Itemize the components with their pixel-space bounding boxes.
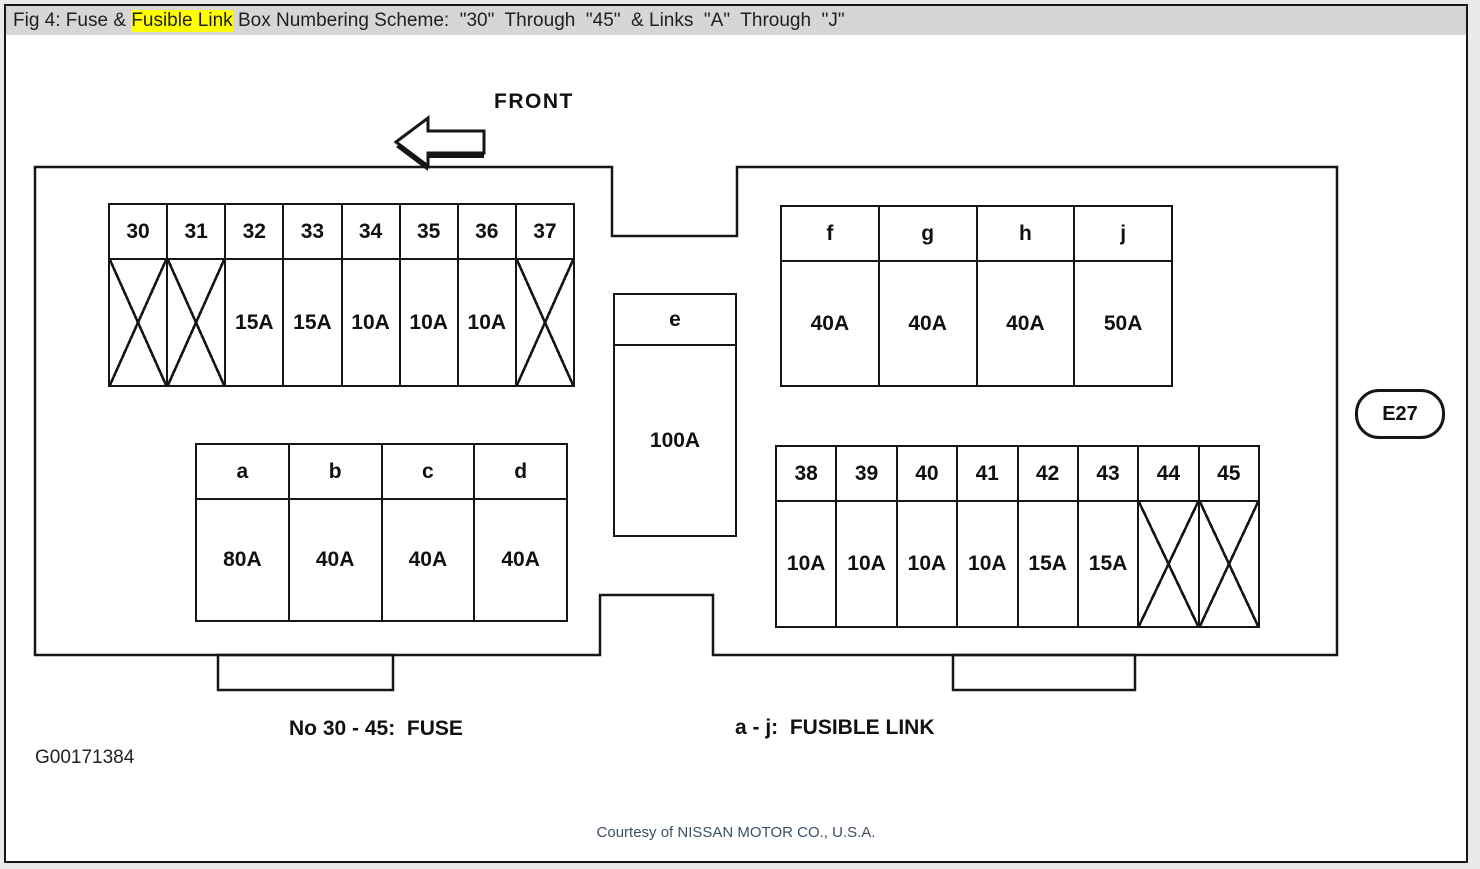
- fuse-column-45: 45: [1197, 447, 1258, 626]
- mount-tab-right: [951, 653, 1137, 692]
- link-letter: j: [1075, 207, 1171, 262]
- fuse-column-44: 44: [1137, 447, 1198, 626]
- fuse-column-41: 41 10A: [956, 447, 1017, 626]
- fuse-amperage: 10A: [968, 552, 1007, 575]
- fuse-number: 36: [458, 205, 515, 260]
- fuse-amperage: 15A: [235, 310, 274, 334]
- fuse-amperage: [1139, 502, 1198, 626]
- fuse-amperage: 10A: [467, 310, 507, 334]
- figure-code: G00171384: [35, 747, 135, 768]
- fuse-number: 30: [110, 205, 167, 260]
- legend-fuse: No 30 - 45: FUSE: [289, 717, 463, 740]
- fuse-column-42: 42 15A: [1016, 447, 1077, 626]
- fuse-amperage: 10A: [351, 310, 390, 334]
- fuse-column-43: 43 15A: [1076, 447, 1138, 626]
- fuse-column-30: 30: [110, 205, 167, 385]
- link-letter: c: [382, 445, 474, 500]
- fuse-number: 38: [777, 447, 836, 502]
- fuse-column-31: 31: [166, 205, 225, 385]
- link-amperage: 80A: [223, 548, 262, 571]
- link-column-a: a 80A: [197, 445, 288, 620]
- fuse-amperage: 10A: [786, 552, 826, 575]
- fusible-link-block-e: e 100A: [613, 293, 737, 537]
- fuse-number: 41: [958, 447, 1017, 502]
- link-amperage: 40A: [408, 548, 448, 571]
- link-letter: a: [197, 445, 288, 500]
- link-letter: b: [289, 445, 381, 500]
- fuse-column-36: 36 10A: [456, 205, 515, 385]
- fuse-amperage: 10A: [409, 310, 448, 334]
- fuse-amperage: 10A: [847, 552, 886, 575]
- link-column-j: j 50A: [1073, 207, 1171, 385]
- fuse-amperage: 15A: [1088, 552, 1128, 575]
- link-amperage: 40A: [1006, 311, 1045, 335]
- enclosure-outline: [33, 165, 1339, 657]
- fuse-column-33: 33 15A: [282, 205, 341, 385]
- link-column-c: c 40A: [380, 445, 474, 620]
- link-amperage: 40A: [908, 311, 947, 335]
- front-label: FRONT: [494, 90, 574, 113]
- fuse-column-34: 34 10A: [340, 205, 399, 385]
- title-text-highlighted: Fusible Link: [131, 9, 233, 32]
- fuse-column-32: 32 15A: [224, 205, 283, 385]
- fuse-column-35: 35 10A: [398, 205, 457, 385]
- figure-title-bar: Fig 4: Fuse & Fusible Link Box Numbering…: [6, 6, 1466, 35]
- link-column-d: d 40A: [473, 445, 566, 620]
- link-amperage: 40A: [315, 548, 355, 571]
- fusible-link-block-a-d: a 80A b 40A c 40A d 40A: [195, 443, 568, 622]
- link-column-e: e 100A: [615, 295, 735, 535]
- fuse-number: 43: [1078, 447, 1138, 502]
- link-amperage: 40A: [501, 548, 540, 571]
- link-column-f: f 40A: [782, 207, 878, 385]
- diagram-canvas: FRONT 30 31 32 15A 33 15A 34 10A: [6, 35, 1466, 861]
- fuse-box-outline: [33, 165, 1339, 692]
- title-text-prefix: Fig 4: Fuse &: [13, 9, 132, 31]
- fusible-link-block-f-j: f 40A g 40A h 40A j 50A: [780, 205, 1173, 387]
- title-text-suffix: Box Numbering Scheme: "30" Through "45" …: [232, 9, 845, 31]
- fuse-column-40: 40 10A: [895, 447, 957, 626]
- link-amperage: 100A: [649, 428, 701, 452]
- fuse-amperage: [516, 260, 573, 385]
- fuse-number: 39: [837, 447, 896, 502]
- fuse-number: 33: [284, 205, 341, 260]
- fuse-number: 32: [226, 205, 283, 260]
- fuse-column-37: 37: [514, 205, 573, 385]
- link-letter: g: [879, 207, 976, 262]
- fuse-amperage: 15A: [293, 310, 332, 334]
- link-column-b: b 40A: [287, 445, 381, 620]
- fuse-amperage: 10A: [907, 552, 947, 575]
- link-column-h: h 40A: [975, 207, 1074, 385]
- fuse-amperage: [168, 260, 225, 385]
- front-arrow-shape: [394, 115, 486, 169]
- fuse-amperage: 15A: [1028, 552, 1067, 575]
- link-amperage: 50A: [1103, 311, 1143, 335]
- fuse-amperage: [1199, 502, 1258, 626]
- fuse-number: 35: [400, 205, 457, 260]
- courtesy-note: Courtesy of NISSAN MOTOR CO., U.S.A.: [596, 824, 876, 841]
- link-column-g: g 40A: [877, 207, 976, 385]
- fuse-column-38: 38 10A: [777, 447, 836, 626]
- connector-label-e27: E27: [1355, 389, 1445, 439]
- link-letter: d: [475, 445, 566, 500]
- fuse-amperage: [110, 260, 167, 385]
- fuse-number: 44: [1139, 447, 1198, 502]
- fuse-number: 40: [897, 447, 957, 502]
- fuse-column-39: 39 10A: [835, 447, 896, 626]
- mount-tab-left: [216, 653, 395, 692]
- legend-fusible-link: a - j: FUSIBLE LINK: [735, 716, 935, 739]
- link-letter: h: [977, 207, 1074, 262]
- fuse-number: 34: [342, 205, 399, 260]
- link-letter: e: [615, 295, 735, 346]
- link-amperage: 40A: [810, 311, 850, 335]
- figure-sheet: Fig 4: Fuse & Fusible Link Box Numbering…: [4, 4, 1468, 863]
- fuse-block-38-45: 38 10A 39 10A 40 10A 41 10A 42 15A 43 15…: [775, 445, 1260, 628]
- link-letter: f: [782, 207, 878, 262]
- fuse-number: 45: [1199, 447, 1258, 502]
- fuse-number: 31: [168, 205, 225, 260]
- fuse-number: 42: [1018, 447, 1077, 502]
- fuse-number: 37: [516, 205, 573, 260]
- fuse-block-30-37: 30 31 32 15A 33 15A 34 10A 35 10A: [108, 203, 575, 387]
- front-arrow-icon: [394, 115, 486, 171]
